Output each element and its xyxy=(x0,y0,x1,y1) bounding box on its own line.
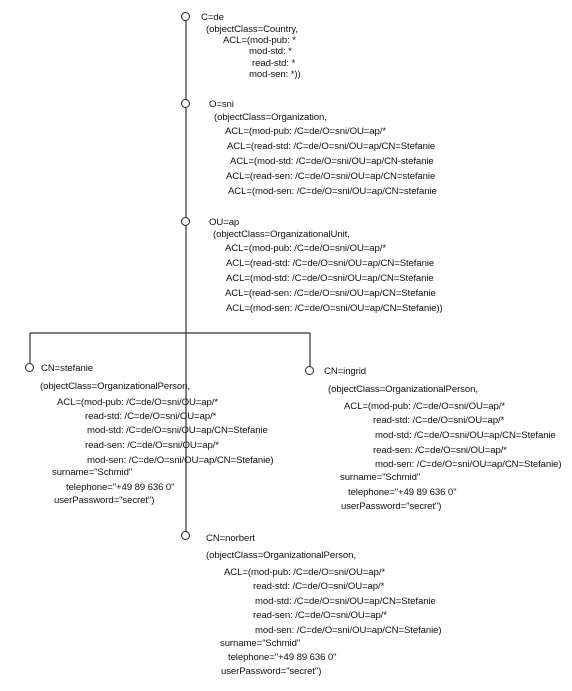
node-norbert-acl-line: mod-std: /C=de/O=sni/OU=ap/CN=Stefanie xyxy=(255,596,436,607)
node-orgunit-acl-line: ACL=(mod-pub: /C=de/O=sni/OU=ap/* xyxy=(225,243,386,254)
node-organization-acl-line: ACL=(mod-sen: /C=de/O=sni/OU=ap/CN=stefa… xyxy=(228,186,437,197)
node-stefanie-acl-line: mod-std: /C=de/O=sni/OU=ap/CN=Stefanie xyxy=(87,425,268,436)
node-country-acl-line: read-std: * xyxy=(252,58,296,69)
node-stefanie-acl-line: mod-sen: /C=de/O=sni/OU=ap/CN=Stefanie) xyxy=(87,455,274,466)
node-stefanie-circle[interactable] xyxy=(25,363,34,372)
node-stefanie-acl-line: read-std: /C=de/O=sni/OU=ap/* xyxy=(85,411,217,422)
node-ingrid-name: CN=ingrid xyxy=(324,366,367,377)
node-stefanie-objectclass: (objectClass=OrganizationalPerson, xyxy=(40,381,190,392)
node-stefanie-surname: surname="Schmid" xyxy=(52,467,133,478)
node-norbert-acl-line: read-sen: /C=de/O=sni/OU=ap/* xyxy=(253,610,387,621)
node-orgunit-acl-line: ACL=(mod-sen: /C=de/O=sni/OU=ap/CN=Stefa… xyxy=(226,303,443,314)
node-organization-objectclass: (objectClass=Organization, xyxy=(214,112,327,123)
node-orgunit-objectclass: (objectClass=OrganizationalUnit, xyxy=(213,229,350,240)
node-country-name: C=de xyxy=(201,12,224,23)
node-country-acl-line: ACL=(mod-pub: * xyxy=(223,35,296,46)
node-ingrid-acl-line: ACL=(mod-pub: /C=de/O=sni/OU=ap/* xyxy=(344,401,505,412)
node-norbert-name: CN=norbert xyxy=(206,533,255,544)
node-organization-circle[interactable] xyxy=(181,99,190,108)
node-ingrid-circle[interactable] xyxy=(305,366,314,375)
node-orgunit-acl-line: ACL=(mod-std: /C=de/O=sni/OU=ap/CN=Stefa… xyxy=(226,273,434,284)
node-organization-acl-line: ACL=(read-std: /C=de/O=sni/OU=ap/CN=Stef… xyxy=(227,141,436,152)
node-orgunit-acl-line: ACL=(read-std: /C=de/O=sni/OU=ap/CN=Stef… xyxy=(226,258,435,269)
node-stefanie-name: CN=stefanie xyxy=(41,363,93,374)
node-country-circle[interactable] xyxy=(181,12,190,21)
node-ingrid-password: userPassword="secret") xyxy=(341,501,442,512)
node-norbert-acl-line: read-std: /C=de/O=sni/OU=ap/* xyxy=(253,581,385,592)
node-stefanie-password: userPassword="secret") xyxy=(54,495,155,506)
node-organization-name: O=sni xyxy=(209,99,234,110)
node-norbert-acl-line: ACL=(mod-pub: /C=de/O=sni/OU=ap/* xyxy=(224,567,385,578)
node-norbert-circle[interactable] xyxy=(181,531,190,540)
node-ingrid-acl-line: read-sen: /C=de/O=sni/OU=ap/* xyxy=(373,445,507,456)
node-country-acl-line: mod-std: * xyxy=(249,46,292,57)
node-country-acl-line: mod-sen: *)) xyxy=(249,69,301,80)
node-ingrid-objectclass: (objectClass=OrganizationalPerson, xyxy=(328,384,478,395)
node-orgunit-acl-line: ACL=(read-sen: /C=de/O=sni/OU=ap/CN=Stef… xyxy=(225,288,436,299)
node-ingrid-acl-line: mod-std: /C=de/O=sni/OU=ap/CN=Stefanie xyxy=(375,430,556,441)
node-norbert-objectclass: (objectClass=OrganizationalPerson, xyxy=(206,550,356,561)
node-ingrid-surname: surname="Schmid" xyxy=(340,472,421,483)
node-ingrid-acl-line: read-std: /C=de/O=sni/OU=ap/* xyxy=(373,415,505,426)
node-norbert-password: userPassword="secret") xyxy=(221,666,322,677)
node-orgunit-name: OU=ap xyxy=(209,217,240,228)
node-ingrid-telephone: telephone="+49 89 636 0" xyxy=(348,487,457,498)
node-orgunit-circle[interactable] xyxy=(181,217,190,226)
node-norbert-acl-line: mod-sen: /C=de/O=sni/OU=ap/CN=Stefanie) xyxy=(255,625,442,636)
node-ingrid-acl-line: mod-sen: /C=de/O=sni/OU=ap/CN=Stefanie) xyxy=(375,459,562,470)
node-norbert-surname: surname="Schmid" xyxy=(220,638,301,649)
node-norbert-telephone: telephone="+49 89 636 0" xyxy=(228,652,337,663)
node-stefanie-acl-line: read-sen: /C=de/O=sni/OU=ap/* xyxy=(85,440,219,451)
node-country-objectclass: (objectClass=Country, xyxy=(206,24,298,35)
node-organization-acl-line: ACL=(mod-pub: /C=de/O=sni/OU=ap/* xyxy=(225,126,386,137)
node-stefanie-acl-line: ACL=(mod-pub: /C=de/O=sni/OU=ap/* xyxy=(57,397,218,408)
node-organization-acl-line: ACL=(read-sen: /C=de/O=sni/OU=ap/CN=stef… xyxy=(226,171,436,182)
node-stefanie-telephone: telephone="+49 89 636 0" xyxy=(66,482,175,493)
node-organization-acl-line: ACL=(mod-std: /C=de/O=sni/OU=ap/CN-stefa… xyxy=(230,156,434,167)
